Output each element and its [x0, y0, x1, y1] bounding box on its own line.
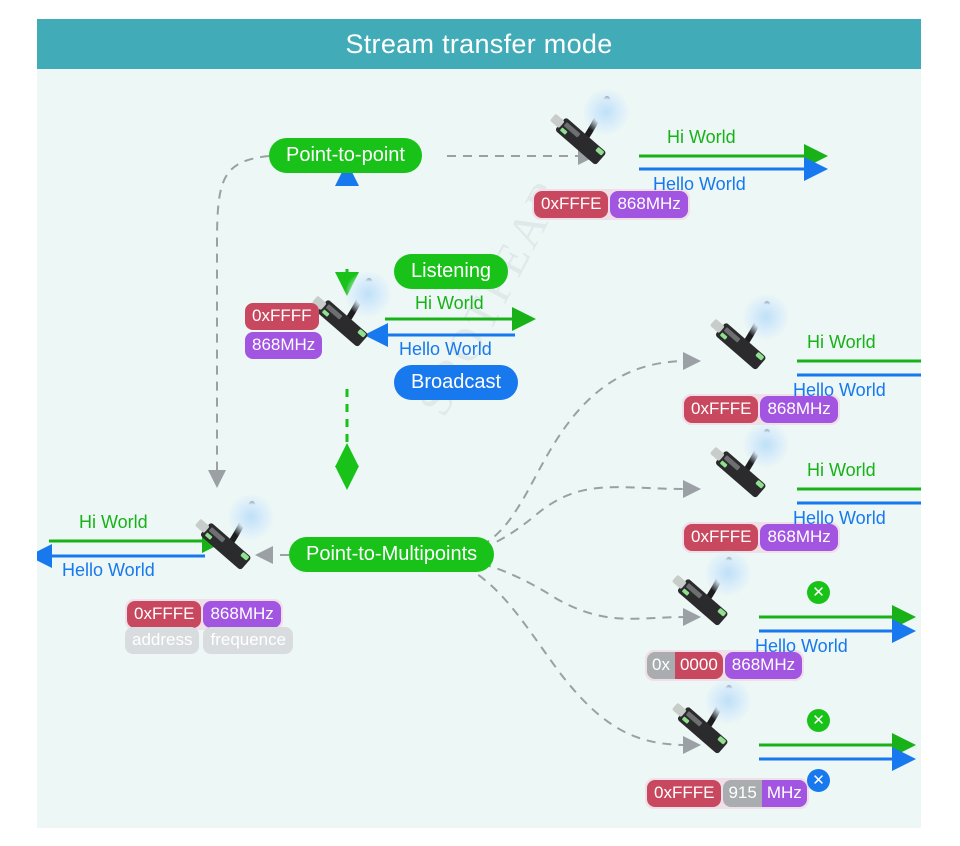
address-chip: 0xFFFF — [245, 303, 319, 330]
tx-blocked-icon: ✕ — [807, 581, 830, 604]
badges-p2p-remote: 0xFFFE 868MHz — [532, 189, 690, 220]
antenna-glow-icon — [705, 678, 751, 724]
address-chip: 0x 0000 — [647, 652, 723, 679]
address-chip: 0xFFFE — [534, 191, 609, 218]
frequency-prefix: 915 — [723, 780, 762, 807]
rx-label-left: Hello World — [62, 560, 155, 580]
address-chip: 0xFFFE — [647, 780, 722, 807]
device-left — [182, 494, 278, 590]
diagram-canvas: SPOTPEAR — [37, 69, 921, 828]
antenna-glow-icon — [345, 271, 391, 317]
frequency-suffix: MHz — [761, 780, 807, 807]
badge-captions-left: address frequence — [125, 627, 294, 654]
rx-label-multi-1: Hello World — [793, 380, 886, 400]
frequency-chip: 868MHz — [724, 652, 803, 679]
address-prefix: 0x — [647, 652, 675, 679]
device-multi-3 — [659, 550, 755, 646]
badges-multi-2: 0xFFFE 868MHz — [682, 522, 840, 553]
frequency-caption: frequence — [203, 627, 294, 654]
pill-point-to-point[interactable]: Point-to-point — [269, 138, 422, 173]
pill-broadcast[interactable]: Broadcast — [394, 365, 519, 400]
badges-center: 0xFFFF 868MHz — [245, 303, 323, 359]
connector-layer — [37, 144, 921, 771]
pill-listening[interactable]: Listening — [394, 254, 509, 289]
badges-left: 0xFFFE 868MHz — [125, 599, 283, 630]
frequency-chip: 868MHz — [203, 601, 281, 628]
tx-blocked-icon: ✕ — [807, 709, 830, 732]
frequency-chip: 868MHz — [760, 396, 838, 423]
antenna-glow-icon — [743, 422, 789, 468]
tx-label-left: Hi World — [79, 512, 148, 532]
address-suffix: 0000 — [674, 652, 723, 679]
page-header: Stream transfer mode — [37, 19, 921, 69]
badges-multi-3: 0x 0000 868MHz — [645, 650, 805, 681]
frequency-chip: 868MHz — [760, 524, 838, 551]
rx-label-p2p-remote: Hello World — [653, 174, 746, 194]
address-caption: address — [125, 627, 200, 654]
frequency-chip: 915 MHz — [723, 780, 807, 807]
tx-label-center: Hi World — [415, 293, 484, 313]
device-p2p-remote — [537, 89, 633, 185]
badges-multi-1: 0xFFFE 868MHz — [682, 394, 840, 425]
device-center — [299, 269, 395, 365]
address-chip: 0xFFFE — [684, 396, 759, 423]
antenna-glow-icon — [228, 494, 274, 540]
badges-multi-4: 0xFFFE 915 MHz — [645, 778, 809, 809]
tx-label-multi-2: Hi World — [807, 460, 876, 480]
antenna-glow-icon — [743, 294, 789, 340]
antenna-glow-icon — [583, 89, 629, 135]
device-multi-2 — [697, 422, 793, 518]
frequency-chip: 868MHz — [245, 332, 323, 359]
tx-label-p2p-remote: Hi World — [667, 127, 736, 147]
frequency-chip: 868MHz — [610, 191, 688, 218]
device-multi-4 — [659, 678, 755, 774]
pill-point-to-multipoints[interactable]: Point-to-Multipoints — [289, 537, 495, 572]
rx-label-multi-3: Hello World — [755, 636, 848, 656]
rx-blocked-icon: ✕ — [807, 769, 830, 792]
device-multi-1 — [697, 294, 793, 390]
address-chip: 0xFFFE — [684, 524, 759, 551]
address-chip: 0xFFFE — [127, 601, 202, 628]
rx-label-center: Hello World — [399, 339, 492, 359]
rx-label-multi-2: Hello World — [793, 508, 886, 528]
page-title: Stream transfer mode — [345, 28, 613, 59]
antenna-glow-icon — [705, 550, 751, 596]
tx-label-multi-1: Hi World — [807, 332, 876, 352]
